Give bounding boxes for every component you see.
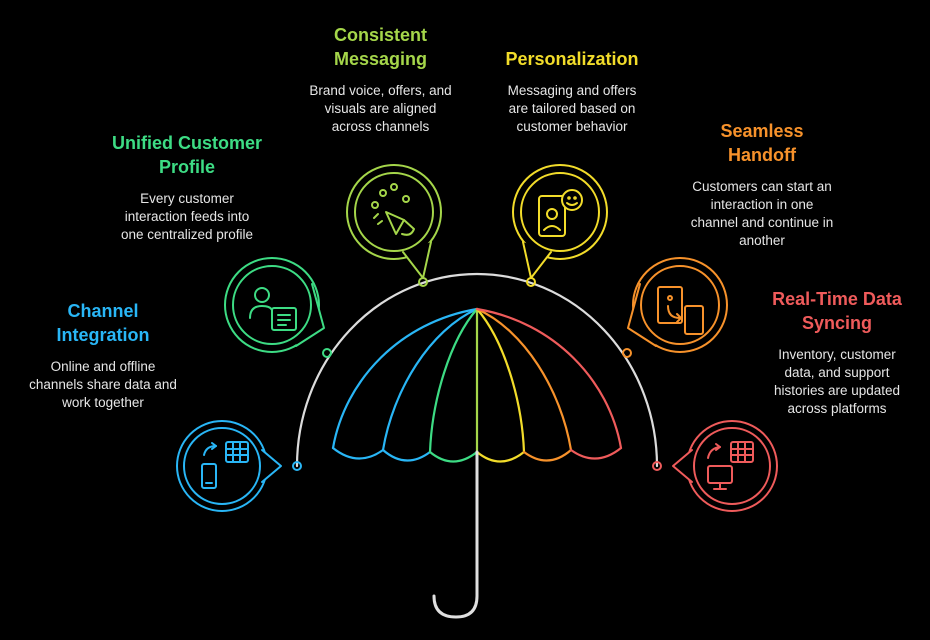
channel-integration-card: Channel Integration Online and offline c… bbox=[8, 299, 198, 412]
canopy-hem-2 bbox=[381, 448, 432, 462]
consistent-messaging-bubble bbox=[346, 164, 442, 279]
connector-dot-channel-integration bbox=[292, 461, 302, 471]
seamless-handoff-description: Customers can start an interaction in on… bbox=[690, 179, 834, 248]
canopy-rib-6 bbox=[475, 307, 573, 452]
channel-integration-title: Channel Integration bbox=[56, 301, 150, 345]
real-time-sync-card: Real-Time Data Syncing Inventory, custom… bbox=[752, 287, 922, 418]
canopy-rib-1 bbox=[331, 307, 479, 450]
connector-dot-seamless-handoff bbox=[622, 348, 632, 358]
personalization-bubble bbox=[512, 164, 608, 279]
consistent-messaging-description: Brand voice, offers, and visuals are ali… bbox=[309, 83, 452, 134]
canopy-hem-1 bbox=[331, 446, 385, 460]
personalization-description: Messaging and offers are tailored based … bbox=[507, 83, 637, 134]
unified-profile-description: Every customer interaction feeds into on… bbox=[120, 191, 254, 242]
canopy-hem-4 bbox=[475, 450, 526, 463]
device-handoff-icon bbox=[657, 286, 704, 335]
canopy-hem-6 bbox=[569, 446, 623, 460]
channel-integration-description: Online and offline channels share data a… bbox=[29, 359, 177, 410]
umbrella-canopy bbox=[331, 307, 623, 463]
unified-profile-title: Unified Customer Profile bbox=[111, 133, 262, 177]
user-profile-document-icon bbox=[249, 287, 297, 331]
channel-integration-bubble bbox=[176, 420, 282, 512]
canopy-rib-5 bbox=[475, 307, 526, 454]
real-time-sync-title: Real-Time Data Syncing bbox=[772, 289, 902, 333]
seamless-handoff-bubble bbox=[627, 257, 728, 353]
personalization-title: Personalization bbox=[505, 49, 639, 69]
consistent-messaging-title: Consistent Messaging bbox=[333, 25, 428, 69]
connector-dot-unified-profile bbox=[322, 348, 332, 358]
personalized-user-smile-icon bbox=[538, 189, 583, 237]
unified-profile-bubble bbox=[224, 257, 325, 353]
canopy-rib-2 bbox=[381, 307, 479, 452]
phone-to-grid-sync-icon bbox=[201, 441, 249, 489]
connector-dot-real-time-sync bbox=[652, 461, 662, 471]
canopy-hem-5 bbox=[522, 448, 573, 462]
consistent-messaging-card: Consistent Messaging Brand voice, offers… bbox=[283, 23, 478, 136]
seamless-handoff-card: Seamless Handoff Customers can start an … bbox=[662, 119, 862, 250]
canopy-rib-3 bbox=[428, 307, 479, 454]
real-time-sync-description: Inventory, customer data, and support hi… bbox=[773, 347, 901, 416]
outer-arc bbox=[295, 272, 659, 468]
seamless-handoff-title: Seamless Handoff bbox=[720, 121, 804, 165]
umbrella-handle bbox=[432, 450, 479, 619]
megaphone-icon bbox=[371, 183, 415, 236]
monitor-to-grid-sync-icon bbox=[707, 441, 754, 490]
unified-profile-card: Unified Customer Profile Every customer … bbox=[82, 131, 292, 244]
real-time-sync-bubble bbox=[672, 420, 778, 512]
canopy-hem-3 bbox=[428, 450, 479, 463]
canopy-rib-7 bbox=[475, 307, 623, 450]
personalization-card: Personalization Messaging and offers are… bbox=[476, 47, 668, 136]
